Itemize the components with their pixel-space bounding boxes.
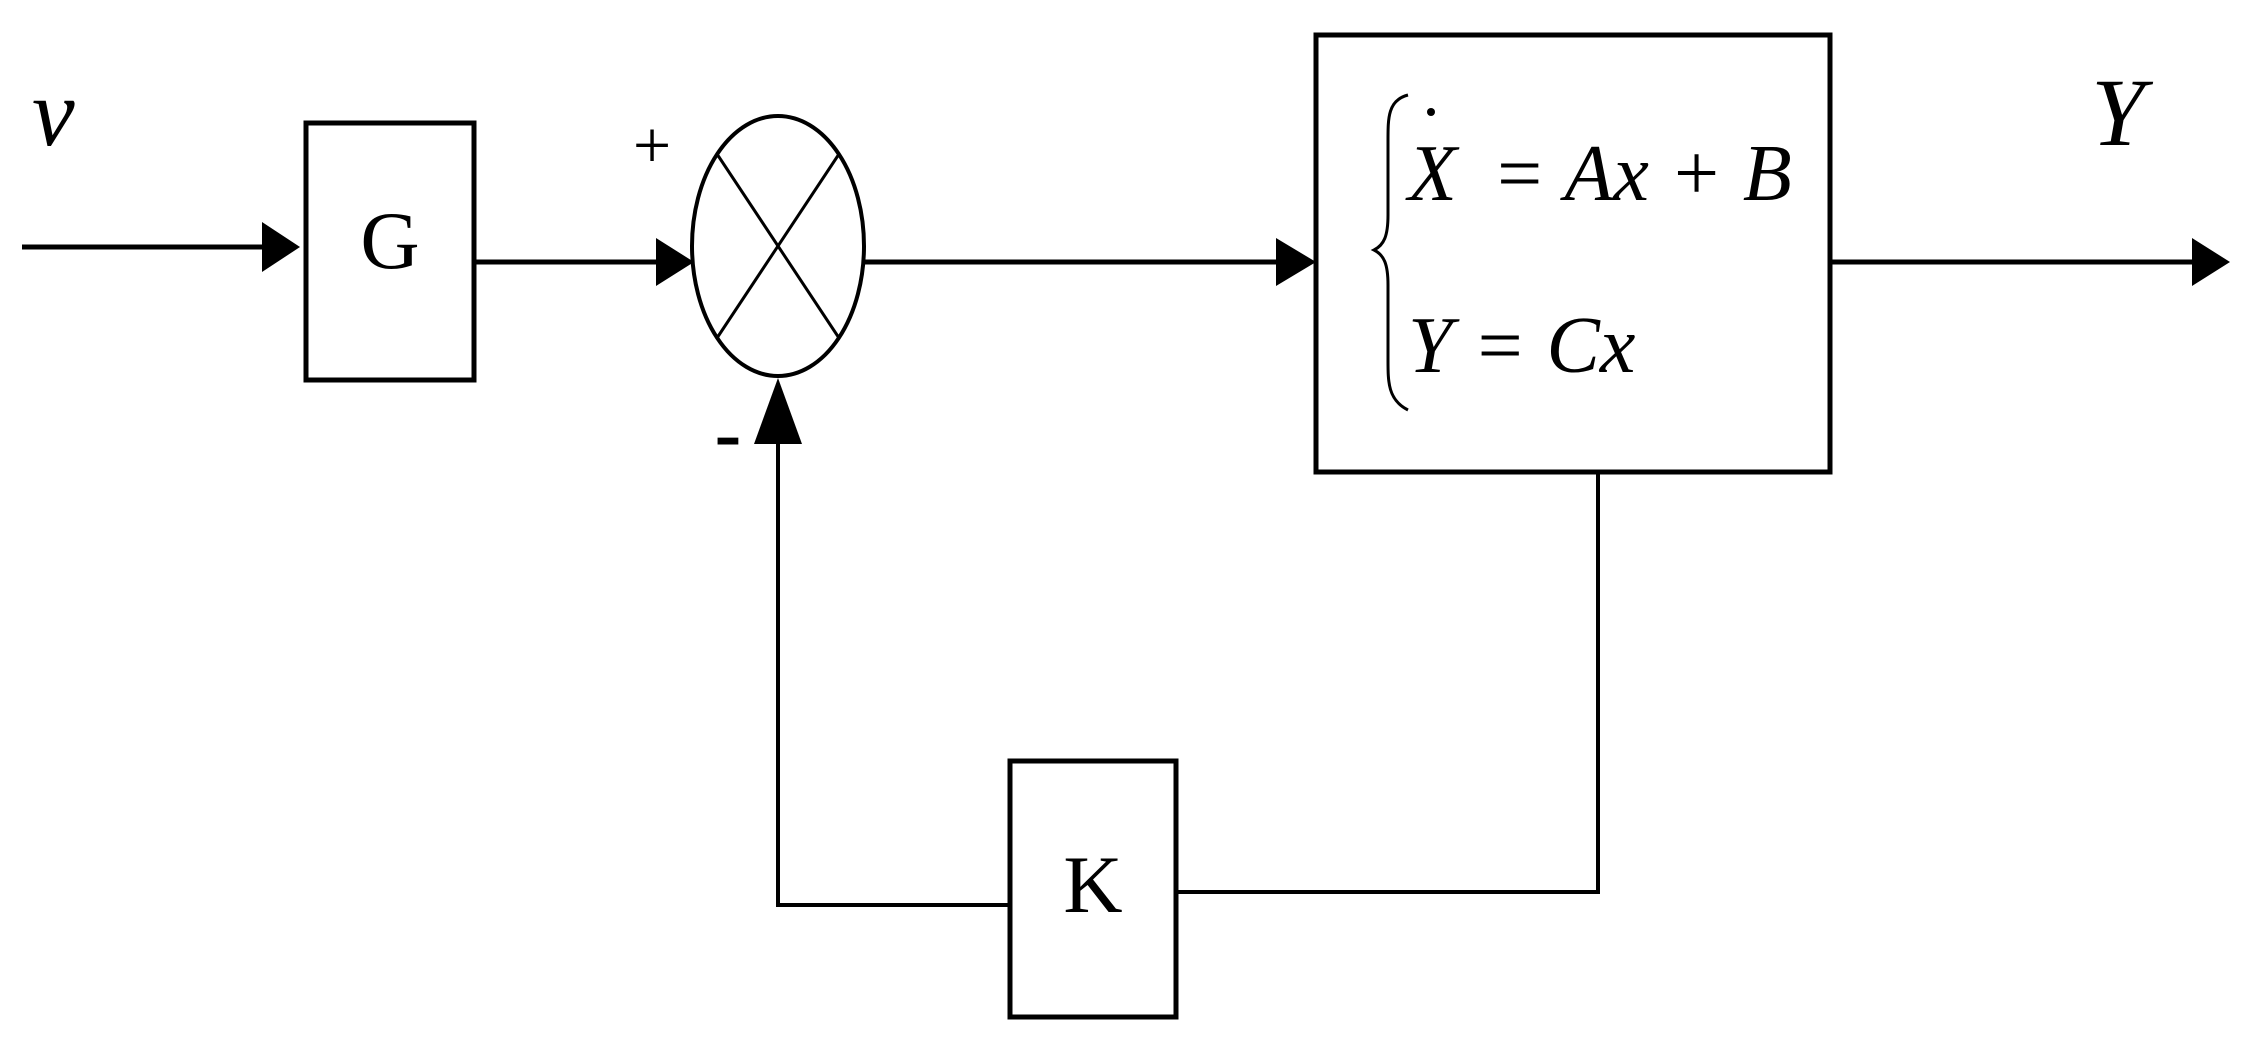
input-signal-label: v <box>32 59 75 166</box>
gain-output-arrowhead <box>656 238 694 286</box>
gain-block-label: G <box>360 195 419 286</box>
summing-junction <box>690 114 866 378</box>
output-equation: Y = Cx <box>1408 302 1635 390</box>
derivative-dot <box>1427 108 1435 116</box>
control-signal-arrowhead <box>1276 238 1316 286</box>
equation-brace <box>1370 93 1409 412</box>
plus-sign: + <box>633 107 671 183</box>
output-arrowhead <box>2192 238 2230 286</box>
plant-block <box>1313 32 1833 475</box>
feedback-line-to-junction <box>776 440 1010 907</box>
minus-sign: - <box>715 390 742 478</box>
state-derivative-label: X <box>1405 130 1460 218</box>
feedback-arrowhead <box>754 378 802 444</box>
input-arrowhead <box>262 222 300 272</box>
feedback-block-label: K <box>1063 839 1122 930</box>
output-signal-label: Y <box>2091 59 2153 166</box>
feedback-line-from-plant <box>1176 472 1600 894</box>
feedback-block <box>1007 758 1179 1020</box>
plant-equations: X = Ax + B Y = Cx <box>1370 93 1792 412</box>
state-equation-rhs: = Ax + B <box>1492 130 1792 218</box>
gain-block <box>303 120 477 383</box>
